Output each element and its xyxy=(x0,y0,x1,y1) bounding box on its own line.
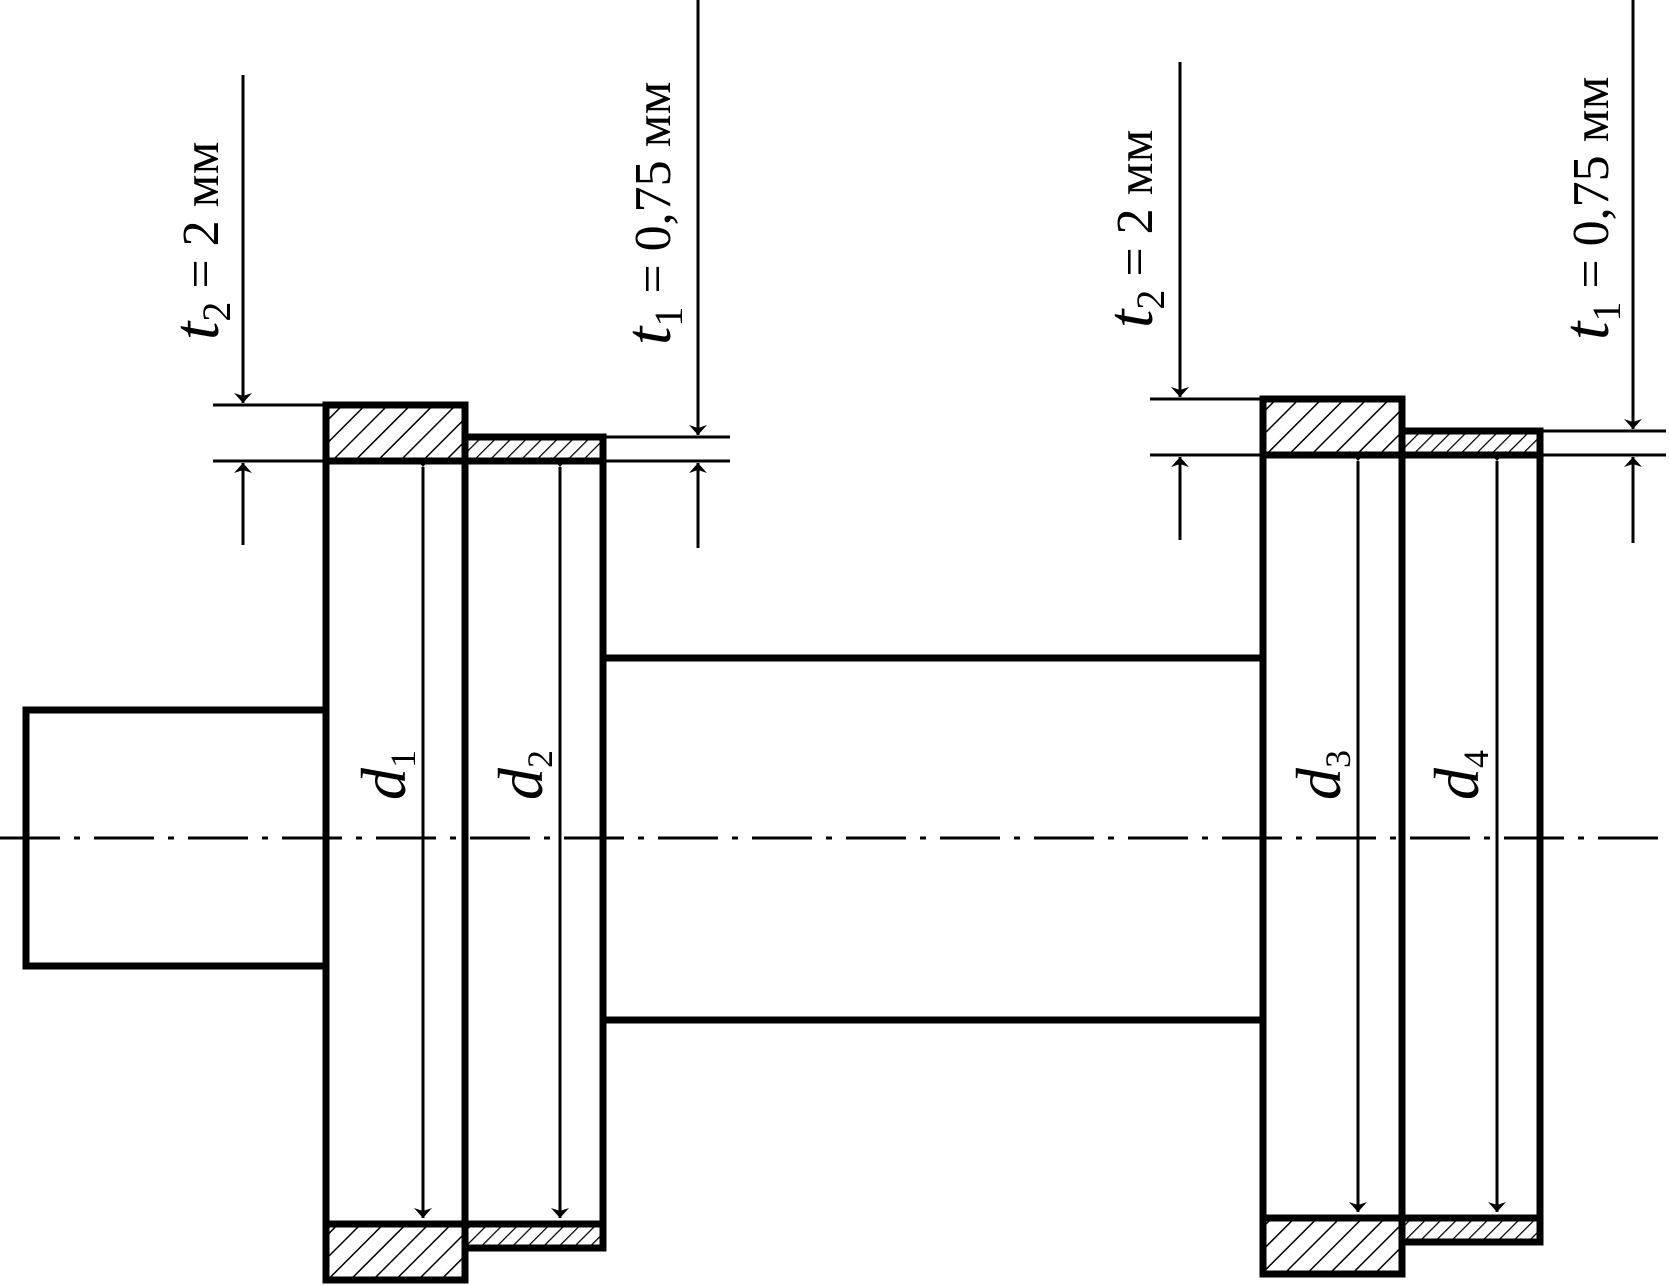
label-d2: d2 xyxy=(485,750,560,800)
label-d3: d3 xyxy=(1283,750,1358,800)
shaft-middle xyxy=(602,654,1263,1024)
hatch-top-d1 xyxy=(322,401,469,465)
diameter-dimensions xyxy=(414,451,1506,1218)
label-t2-left: t2 = 2 мм xyxy=(160,142,239,340)
journal-d1 xyxy=(322,401,469,1284)
label-d4: d4 xyxy=(1421,750,1496,800)
hatch-bottom-d4 xyxy=(1398,1214,1544,1246)
label-t1-right: t1 = 0,75 мм xyxy=(1550,77,1629,340)
label-t2-right: t2 = 2 мм xyxy=(1094,130,1173,328)
journal-d3 xyxy=(1259,395,1406,1278)
hatch-top-d4 xyxy=(1398,427,1544,459)
hatch-bottom-d1 xyxy=(322,1220,469,1284)
thickness-dims-left xyxy=(213,0,730,548)
label-t1-left: t1 = 0,75 мм xyxy=(612,82,691,345)
shaft-stub xyxy=(22,706,330,970)
hatch-bottom-d2 xyxy=(461,1220,607,1252)
hatch-top-d3 xyxy=(1259,395,1406,459)
hatch-top-d2 xyxy=(461,433,607,465)
hatch-bottom-d3 xyxy=(1259,1214,1406,1278)
label-d1: d1 xyxy=(348,750,423,800)
journal-d2 xyxy=(461,433,607,1252)
journal-d4 xyxy=(1398,427,1544,1246)
thickness-dims-right xyxy=(1150,0,1666,543)
